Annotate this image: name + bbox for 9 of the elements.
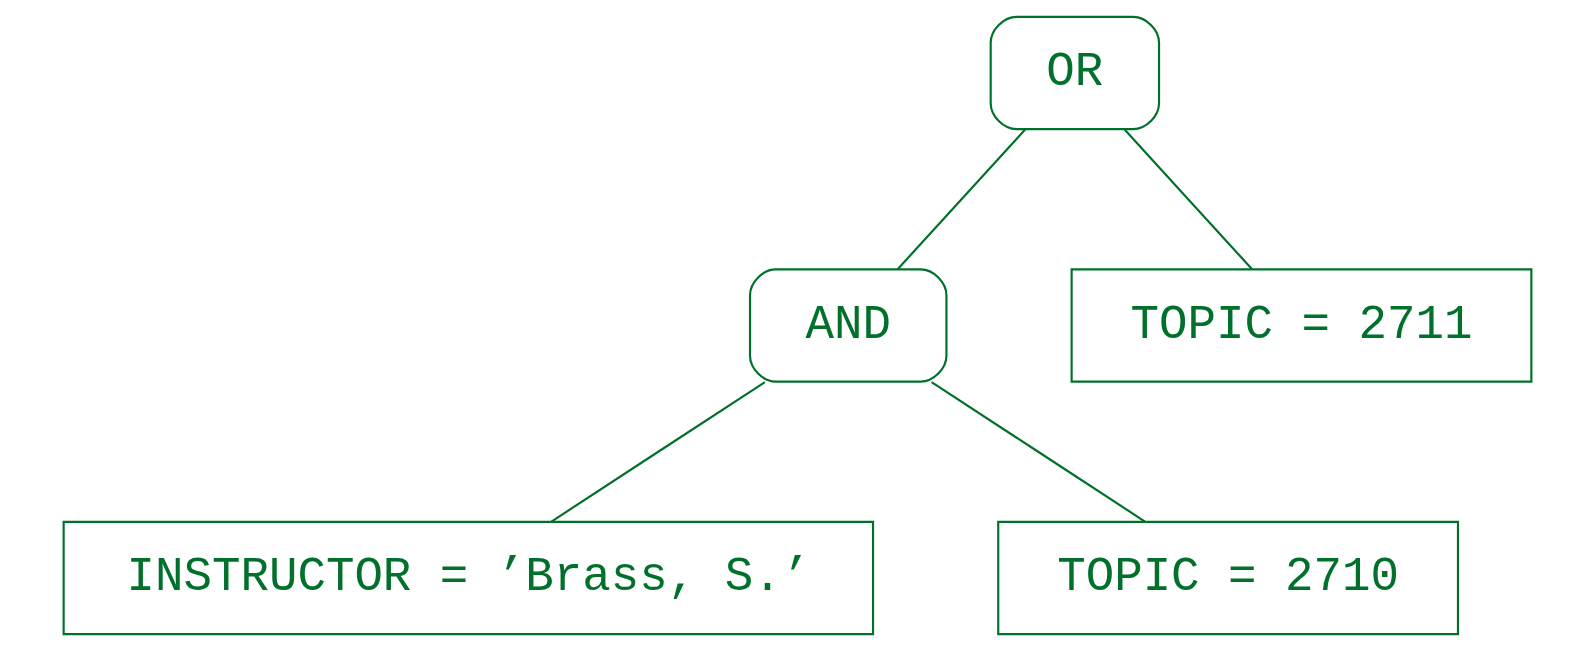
connector [1123, 128, 1253, 270]
node-box: AND [748, 268, 947, 383]
node-box: OR [989, 15, 1160, 131]
connector [550, 381, 765, 523]
connector [896, 128, 1026, 270]
connector [930, 381, 1146, 523]
node-box: INSTRUCTOR = ’Brass, S.’ [62, 520, 874, 636]
node-box: TOPIC = 2711 [1070, 268, 1532, 383]
node-box: TOPIC = 2710 [996, 520, 1459, 636]
